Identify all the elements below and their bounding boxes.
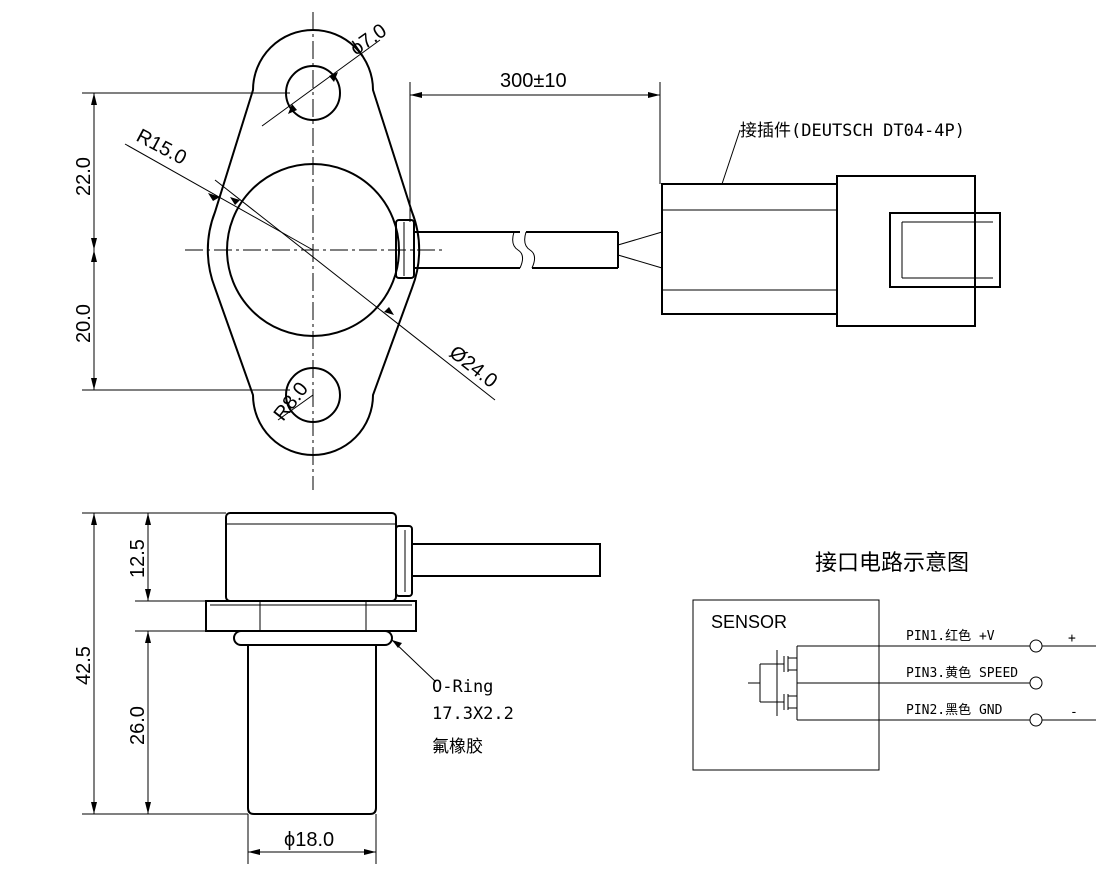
o-ring-label: O-Ring xyxy=(432,677,493,697)
top-view: 接插件(DEUTSCH DT04-4P) 300±10 ϕ7.0 R15.0 Ø… xyxy=(73,12,1001,490)
transistor-schematic xyxy=(748,645,840,721)
interface-circuit: 接口电路示意图 SENSOR xyxy=(692,551,1096,771)
connector xyxy=(661,175,1001,327)
o-ring-size: 17.3X2.2 xyxy=(432,704,514,724)
connector-label: 接插件(DEUTSCH DT04-4P) xyxy=(740,121,965,141)
hole-radius-label: R8.0 xyxy=(270,378,313,425)
o-ring-material: 氟橡胶 xyxy=(432,737,483,757)
pin2-label: PIN2.黑色 GND xyxy=(906,702,1003,718)
side-dimensions: 42.5 12.5 26.0 ϕ18.0 xyxy=(73,512,377,864)
hole-radius-dimension: R8.0 xyxy=(270,378,314,425)
sensor-box-label: SENSOR xyxy=(711,612,787,632)
shaft-length-label: 26.0 xyxy=(127,706,149,745)
cable-length-label: 300±10 xyxy=(500,70,567,92)
cable xyxy=(414,231,663,269)
sensor-head xyxy=(225,512,397,602)
vertical-offset-dimensions: 22.0 20.0 xyxy=(73,92,290,391)
head-height-label: 12.5 xyxy=(127,539,149,578)
cable-gland xyxy=(395,219,415,279)
lower-offset-label: 20.0 xyxy=(73,304,95,343)
body-diameter-dimension: Ø24.0 xyxy=(214,179,501,401)
cable-length-dimension: 300±10 xyxy=(409,70,661,222)
o-ring xyxy=(233,630,393,646)
flange-radius-dimension: R15.0 xyxy=(124,125,314,251)
o-ring-leader xyxy=(391,639,437,683)
side-view: 42.5 12.5 26.0 ϕ18.0 O-Ring 17.3X2.2 氟橡胶 xyxy=(73,512,601,864)
shaft-diameter-label: ϕ18.0 xyxy=(284,829,334,851)
pin1-sign: + xyxy=(1068,631,1076,646)
connector-leader xyxy=(721,129,741,185)
hole-diameter-label: ϕ7.0 xyxy=(346,20,391,60)
pin-lines xyxy=(840,639,1096,727)
side-gland xyxy=(395,525,413,597)
pin3-label: PIN3.黄色 SPEED xyxy=(906,665,1018,681)
flange-outline xyxy=(206,29,421,456)
pin1-label: PIN1.红色 +V xyxy=(906,628,995,644)
total-height-label: 42.5 xyxy=(73,646,95,685)
side-cable xyxy=(412,543,601,577)
sensor-box xyxy=(692,599,880,771)
pin2-sign: - xyxy=(1070,705,1078,720)
sensor-shaft xyxy=(247,645,377,815)
lower-mounting-hole xyxy=(285,367,341,423)
circuit-title: 接口电路示意图 xyxy=(815,551,969,576)
upper-offset-label: 22.0 xyxy=(73,157,95,196)
flange-radius-label: R15.0 xyxy=(133,125,190,169)
sensor-body-circle xyxy=(226,163,400,337)
